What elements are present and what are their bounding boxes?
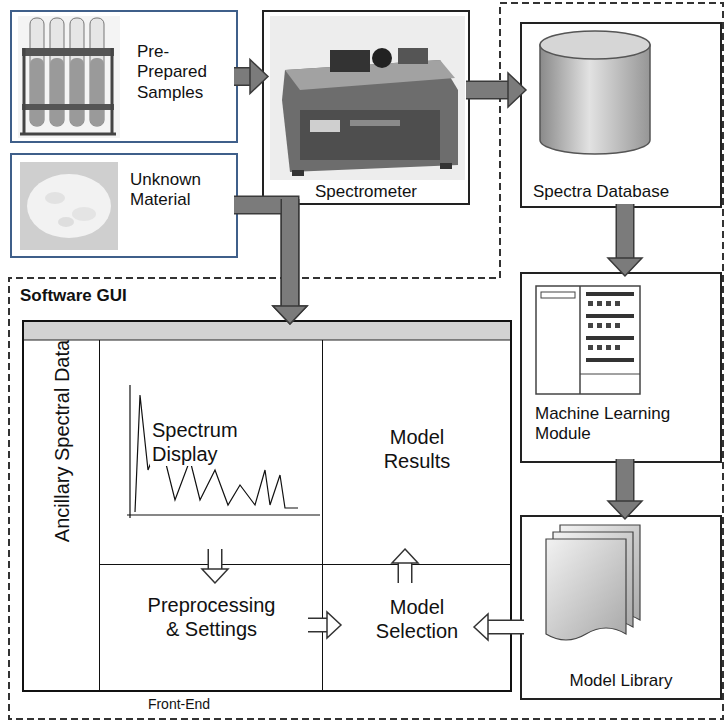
text-holder: Spectrometer [266, 182, 466, 202]
node-label: Front-End [124, 696, 234, 713]
node-label: Software GUI [20, 286, 220, 306]
arrow-head [508, 73, 526, 107]
ui-flow-arrow [308, 612, 341, 638]
arrow-head [250, 60, 268, 94]
text-holder: Pre-Prepared Samples [137, 42, 232, 103]
arrow-shaft-outline [281, 199, 300, 307]
flow-arrow [234, 60, 268, 94]
arrow-head [202, 569, 228, 583]
gui-window: Front-EndAncillary Spectral DataSpectrum… [22, 320, 512, 692]
ui-flow-arrow [202, 549, 228, 583]
arrow-shaft-outline [616, 204, 635, 259]
spectrum-panel: Spectrum Display [100, 340, 323, 565]
text-holder: Preprocessing & Settings [144, 593, 279, 641]
results-panel: Model Results [323, 340, 510, 565]
arrow-head [327, 612, 341, 638]
preprocessing-panel: Preprocessing & Settings [100, 565, 323, 690]
node-label: Pre-Prepared Samples [137, 42, 232, 103]
arrow-shaft [209, 549, 221, 570]
model-pages-icon [546, 525, 640, 640]
text-holder: Machine Learning Module [535, 404, 710, 445]
arrow-head [608, 501, 642, 519]
arrow-shaft [308, 619, 328, 631]
arrow-shaft-outline [487, 620, 524, 635]
instrument-box: Spectrometer [262, 10, 470, 205]
flow-arrow [273, 199, 307, 324]
arrow-shaft-outline [234, 67, 251, 86]
spectrometer-photo [270, 16, 465, 180]
arrow-shaft [282, 199, 298, 307]
text-holder: Front-End [124, 696, 234, 713]
arrow-head [273, 306, 307, 324]
arrow-head [474, 614, 488, 640]
node-label: Spectrometer [266, 182, 466, 202]
ancillary-panel: Ancillary Spectral Data [24, 340, 100, 690]
window-title-bar [22, 321, 512, 340]
powder-photo [20, 162, 118, 250]
text-holder: Model Selection [367, 595, 467, 643]
node-label: Machine Learning Module [535, 404, 710, 445]
dashed-boundary [8, 2, 724, 720]
node-label: Model Library [526, 671, 716, 691]
arrow-shaft-outline [398, 562, 413, 583]
text-holder: Model Results [362, 425, 472, 473]
ml-window-icon [536, 286, 640, 394]
text-holder: Unknown Material [130, 170, 225, 211]
flow-arrow [608, 204, 642, 276]
arrow-head [273, 306, 307, 324]
test-tube-rack [18, 16, 120, 138]
node-label: Unknown Material [130, 170, 225, 211]
arrow-shaft-outline [466, 81, 509, 100]
arrow-head [392, 549, 418, 563]
arrow-shaft-outline [208, 549, 223, 570]
node-label: Model Results [362, 425, 472, 473]
ui-flow-arrow [392, 549, 418, 583]
flow-arrow [608, 459, 642, 519]
arrow-shaft [487, 621, 524, 633]
dashed-outline [9, 3, 723, 719]
ui-flow-arrow [474, 614, 524, 640]
node-label: Model Selection [367, 595, 467, 643]
node-label: Ancillary Spectral Data [50, 340, 74, 542]
text-holder: Spectrum Display [150, 418, 250, 466]
spectrum-plot [127, 385, 320, 518]
database-box: Spectra Database [520, 22, 722, 208]
arrow-shaft [399, 562, 411, 583]
arrow-shaft-outline [308, 618, 328, 633]
arrow-shaft [617, 204, 633, 259]
material-box: Unknown Material [10, 153, 238, 258]
text-holder: Software GUI [20, 286, 220, 306]
arrow-shaft [466, 82, 509, 98]
arrow-shaft [234, 69, 251, 85]
software-region: Software GUI Spectra DatabaseMachine Lear… [8, 2, 724, 720]
ml-module-box: Machine Learning Module [520, 272, 722, 463]
model-library-box: Model Library [520, 515, 722, 700]
node-label: Spectra Database [533, 182, 718, 202]
database-cylinder [540, 31, 650, 154]
arrow-shaft [617, 459, 633, 502]
text-holder: Model Library [526, 671, 716, 691]
flow-arrow [466, 73, 526, 107]
arrow-shaft-outline [616, 459, 635, 502]
arrow-head [608, 258, 642, 276]
node-label: Spectrum Display [150, 418, 250, 466]
sample-box: Pre-Prepared Samples [10, 10, 238, 143]
node-label: Preprocessing & Settings [144, 593, 279, 641]
text-holder: Spectra Database [533, 182, 718, 202]
